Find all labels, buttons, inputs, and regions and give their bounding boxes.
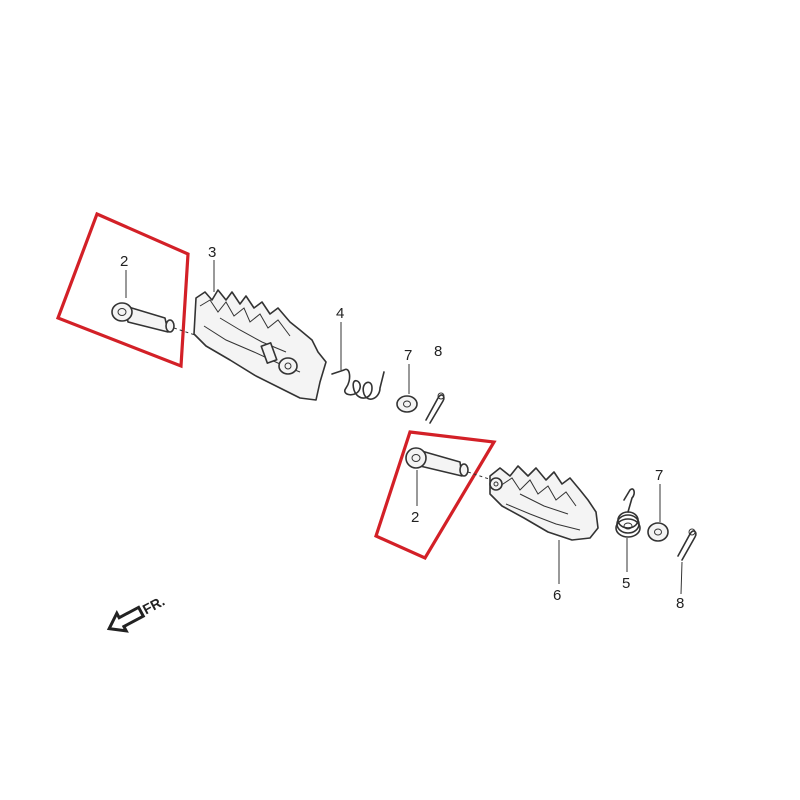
front-arrow-icon bbox=[106, 605, 146, 633]
callout-pin-lower: 2 bbox=[411, 509, 419, 526]
front-direction-marker: FR. bbox=[106, 593, 167, 633]
callout-washer-upper: 7 bbox=[404, 347, 412, 364]
callout-spring-upper: 4 bbox=[336, 305, 344, 322]
cotter-pin-lower bbox=[677, 528, 697, 561]
leader-cotter-lower bbox=[680, 561, 683, 595]
washer-lower bbox=[647, 522, 669, 542]
callout-washer-lower: 7 bbox=[655, 467, 663, 484]
washer-upper bbox=[396, 395, 418, 413]
foot-peg-upper bbox=[193, 289, 327, 401]
highlight-box-upper-pin bbox=[55, 211, 190, 369]
callout-peg-lower: 6 bbox=[553, 587, 561, 604]
foot-peg-lower bbox=[489, 465, 599, 541]
front-direction-label: FR. bbox=[140, 593, 167, 618]
highlight-box-lower-pin bbox=[374, 430, 497, 561]
callout-spring-lower: 5 bbox=[622, 575, 630, 592]
pin-lower bbox=[405, 447, 493, 481]
callout-cotter-lower: 8 bbox=[676, 595, 684, 612]
callout-cotter-upper: 8 bbox=[434, 343, 442, 360]
spring-lower bbox=[615, 488, 641, 538]
callout-peg-upper: 3 bbox=[208, 244, 216, 261]
spring-upper bbox=[331, 368, 385, 400]
cotter-pin-upper bbox=[425, 392, 445, 424]
callout-pin-upper: 2 bbox=[120, 253, 128, 270]
